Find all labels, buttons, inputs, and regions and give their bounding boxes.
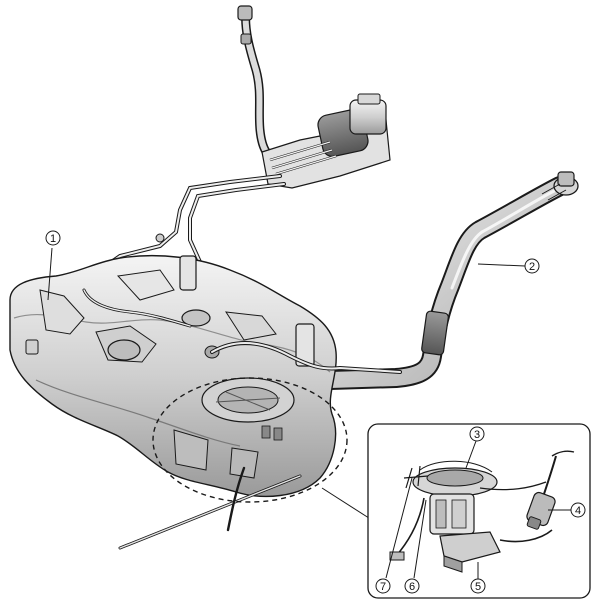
fuel-pump-connector <box>526 450 575 530</box>
callout-4-label: 4 <box>575 505 581 517</box>
charcoal-canister <box>261 93 391 189</box>
tank-lines <box>82 288 402 550</box>
callout-5: 5 <box>470 562 486 594</box>
callout-6: 6 <box>404 499 427 594</box>
detail-marker <box>152 377 373 521</box>
callout-5-label: 5 <box>475 581 481 593</box>
callout-1: 1 <box>45 230 61 301</box>
callout-6-label: 6 <box>409 581 415 593</box>
filler-pipe <box>320 171 579 390</box>
vent-tube-upper <box>237 5 285 167</box>
callout-3-label: 3 <box>474 429 480 441</box>
detail-inset <box>367 423 591 599</box>
callout-7: 7 <box>375 477 413 594</box>
callout-7-label: 7 <box>380 581 386 593</box>
callout-2: 2 <box>477 258 540 274</box>
callout-2-label: 2 <box>529 261 535 273</box>
callout-3: 3 <box>465 426 485 469</box>
fuel-pump-module <box>389 460 553 573</box>
fuel-tank <box>9 254 337 497</box>
callout-1-label: 1 <box>50 233 56 245</box>
callout-4: 4 <box>548 502 586 518</box>
